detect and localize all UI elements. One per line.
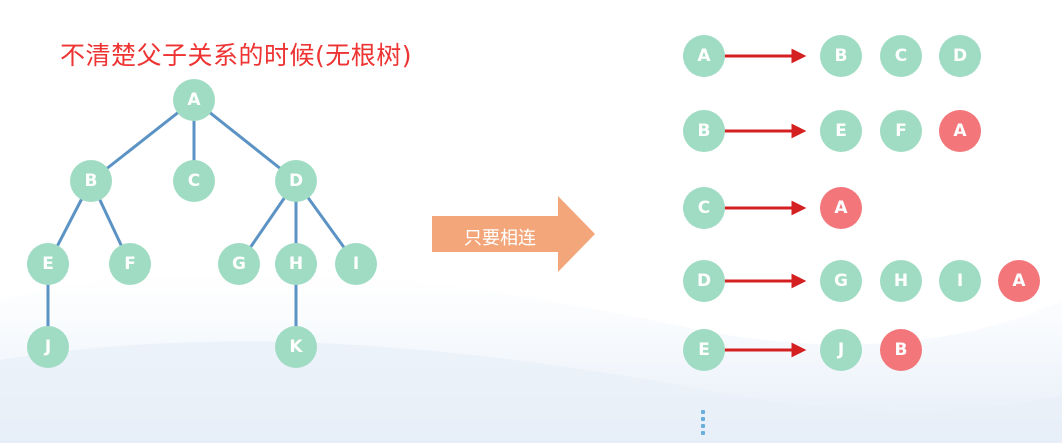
- list-head-b: B: [683, 110, 725, 152]
- list-arrowhead-d: [791, 273, 807, 289]
- list-neighbor: B: [820, 35, 862, 77]
- tree-edge-a-b: [90, 98, 195, 183]
- list-neighbor: G: [820, 260, 862, 302]
- tree-node-d: D: [275, 160, 317, 202]
- list-arrowhead-c: [791, 200, 807, 216]
- list-neighbor-parent: A: [939, 110, 981, 152]
- list-arrowhead-e: [791, 342, 807, 358]
- list-arrowhead-a: [791, 48, 807, 64]
- tree-node-a: A: [173, 79, 215, 121]
- arrow-label: 只要相连: [464, 228, 536, 249]
- tree-node-b: B: [70, 160, 112, 202]
- tree-node-k: K: [275, 326, 317, 368]
- list-neighbor: E: [820, 110, 862, 152]
- list-head-c: C: [683, 187, 725, 229]
- vertical-ellipsis-icon: [701, 410, 707, 440]
- list-neighbor: F: [880, 110, 922, 152]
- list-neighbor: H: [880, 260, 922, 302]
- list-head-d: D: [683, 260, 725, 302]
- list-neighbor-parent: B: [880, 329, 922, 371]
- list-head-e: E: [683, 329, 725, 371]
- list-neighbor-parent: A: [998, 260, 1040, 302]
- tree-node-j: J: [27, 326, 69, 368]
- list-arrowhead-b: [791, 123, 807, 139]
- tree-node-e: E: [27, 243, 69, 285]
- list-neighbor-parent: A: [820, 187, 862, 229]
- list-neighbor: C: [880, 35, 922, 77]
- tree-node-h: H: [275, 243, 317, 285]
- big-arrow: [432, 196, 595, 272]
- list-neighbor: I: [939, 260, 981, 302]
- tree-node-f: F: [109, 243, 151, 285]
- page-title: 不清楚父子关系的时候(无根树): [60, 41, 413, 70]
- tree-node-g: G: [218, 243, 260, 285]
- list-head-a: A: [683, 35, 725, 77]
- list-neighbor: J: [820, 329, 862, 371]
- tree-node-i: I: [335, 243, 377, 285]
- list-neighbor: D: [939, 35, 981, 77]
- tree-node-c: C: [173, 160, 215, 202]
